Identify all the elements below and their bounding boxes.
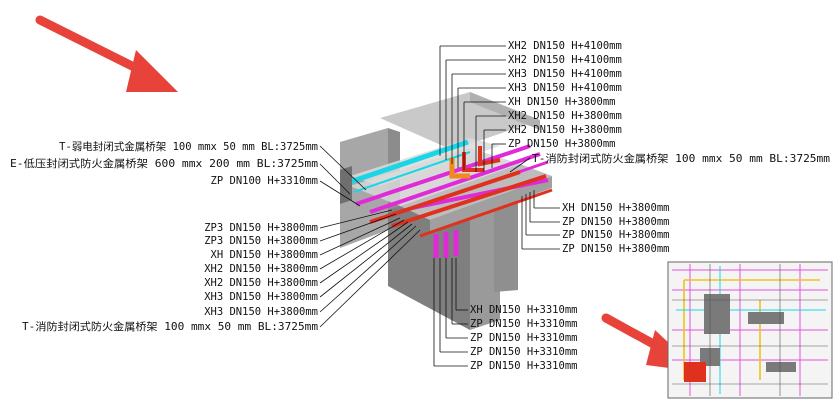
label-top-8: ZP DN150 H+3800mm [508, 138, 615, 150]
label-left-top-2: E-低压封闭式防火金属桥架 600 mmx 200 mm BL:3725mm [10, 157, 318, 170]
label-top-7: XH2 DN150 H+3800mm [508, 124, 622, 136]
label-bottom-5: ZP DN150 H+3310mm [470, 360, 577, 372]
label-right-mid-2: ZP DN150 H+3800mm [562, 216, 669, 228]
label-left-top-1: T-弱电封闭式金属桥架 100 mmx 50 mm BL:3725mm [59, 140, 318, 153]
label-left-mid-2: ZP3 DN150 H+3800mm [204, 235, 318, 247]
label-top-5: XH DN150 H+3800mm [508, 96, 615, 108]
label-left-mid-6: XH3 DN150 H+3800mm [204, 291, 318, 303]
label-bottom-4: ZP DN150 H+3310mm [470, 346, 577, 358]
top-red-arrow-icon [35, 15, 178, 92]
label-bottom-3: ZP DN150 H+3310mm [470, 332, 577, 344]
label-bottom-1: XH DN150 H+3310mm [470, 304, 577, 316]
floor-plan-thumbnail [667, 261, 833, 399]
label-top-4: XH3 DN150 H+4100mm [508, 82, 622, 94]
label-left-mid-3: XH DN150 H+3800mm [211, 249, 318, 261]
label-left-mid-5: XH2 DN150 H+3800mm [204, 277, 318, 289]
label-top-2: XH2 DN150 H+4100mm [508, 54, 622, 66]
label-right-mid-4: ZP DN150 H+3800mm [562, 243, 669, 255]
label-left-mid-1: ZP3 DN150 H+3800mm [204, 222, 318, 234]
label-left-mid-7: XH3 DN150 H+3800mm [204, 306, 318, 318]
label-left-top-3: ZP DN100 H+3310mm [211, 175, 318, 187]
3d-model [340, 92, 553, 330]
label-top-3: XH3 DN150 H+4100mm [508, 68, 622, 80]
label-top-6: XH2 DN150 H+3800mm [508, 110, 622, 122]
labels-right-mid: XH DN150 H+3800mm ZP DN150 H+3800mm ZP D… [562, 202, 669, 255]
label-left-mid-8: T-消防封闭式防火金属桥架 100 mmx 50 mm BL:3725mm [22, 320, 318, 333]
label-right-mid-3: ZP DN150 H+3800mm [562, 229, 669, 241]
label-right-mid-1: XH DN150 H+3800mm [562, 202, 669, 214]
labels-bottom: XH DN150 H+3310mm ZP DN150 H+3310mm ZP D… [470, 304, 577, 372]
leader-lines [319, 45, 560, 367]
labels-left-mid: ZP3 DN150 H+3800mm ZP3 DN150 H+3800mm XH… [22, 222, 318, 333]
label-right-tray: T-消防封闭式防火金属桥架 100 mmx 50 mm BL:3725mm [532, 152, 830, 165]
labels-left-top: T-弱电封闭式金属桥架 100 mmx 50 mm BL:3725mm E-低压… [10, 140, 318, 187]
label-left-mid-4: XH2 DN150 H+3800mm [204, 263, 318, 275]
label-top-1: XH2 DN150 H+4100mm [508, 40, 622, 52]
labels-top-right: XH2 DN150 H+4100mm XH2 DN150 H+4100mm XH… [508, 40, 622, 150]
label-bottom-2: ZP DN150 H+3310mm [470, 318, 577, 330]
